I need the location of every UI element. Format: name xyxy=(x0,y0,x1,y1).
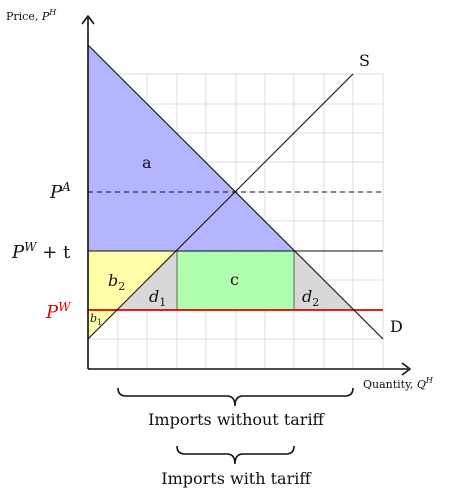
demand-curve xyxy=(87,44,384,340)
region-c-tariff-revenue xyxy=(177,251,294,310)
region-d2-label: d2 xyxy=(302,287,319,309)
supply-curve xyxy=(87,73,354,340)
region-b1-label: b1 xyxy=(90,312,102,327)
region-outlines xyxy=(176,251,295,310)
axes xyxy=(81,15,411,376)
brace-imports-with-tariff xyxy=(176,445,295,465)
region-d1-label: d1 xyxy=(149,287,166,309)
region-c-label: c xyxy=(230,270,239,289)
y-axis-label: Price, PH xyxy=(6,8,57,23)
demand-label: D xyxy=(390,317,403,336)
region-b2-label: b2 xyxy=(108,271,125,293)
brace-imports-without-tariff xyxy=(117,387,354,407)
label-imports-with-tariff: Imports with tariff xyxy=(161,469,312,488)
supply-label: S xyxy=(359,51,370,70)
tariff-price-label: PW + t xyxy=(11,240,71,263)
label-imports-without-tariff: Imports without tariff xyxy=(148,410,325,429)
region-a-label: a xyxy=(142,153,152,172)
x-axis-label: Quantity, QH xyxy=(363,376,434,391)
autarky-price-label: PA xyxy=(49,180,71,203)
world-price-label: PW xyxy=(45,300,72,323)
region-d1-deadweight xyxy=(118,251,177,310)
